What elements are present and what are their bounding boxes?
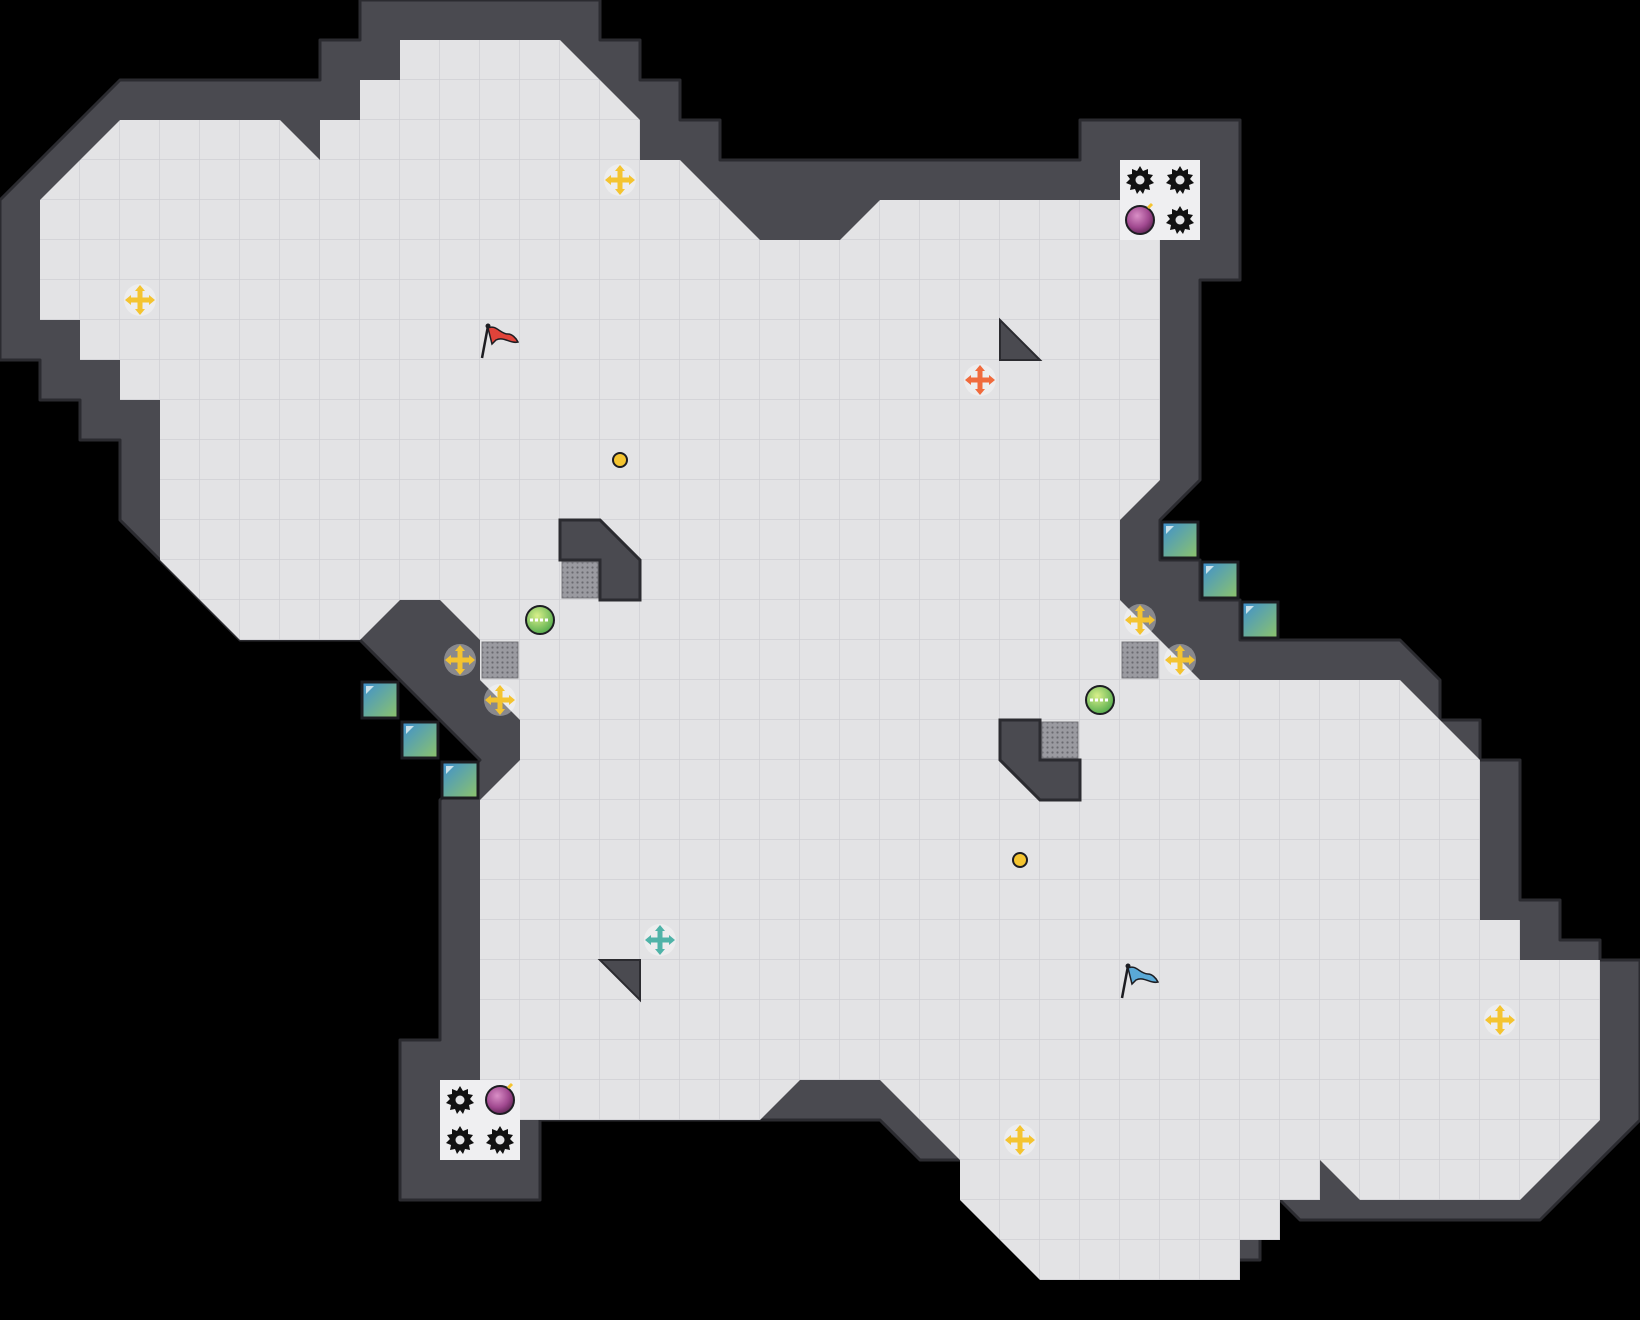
- gate-tile: [1041, 721, 1079, 759]
- boost-icon: [484, 684, 516, 716]
- blue-boost-icon: [644, 924, 676, 956]
- portal-icon: [1200, 560, 1240, 600]
- boost-icon: [1164, 644, 1196, 676]
- portal-icon: [440, 760, 480, 800]
- bomb-icon: [485, 1082, 515, 1115]
- boost-icon: [1004, 1124, 1036, 1156]
- flag-icon: [480, 325, 490, 359]
- boost-icon: [1124, 604, 1156, 636]
- red-flag: [480, 323, 520, 359]
- token-icon: [612, 452, 628, 468]
- token-icon: [1012, 852, 1028, 868]
- bomb-icon: [1125, 202, 1155, 235]
- portals: [360, 520, 1280, 800]
- tokens: [612, 452, 1028, 868]
- flag-icon: [1120, 965, 1130, 999]
- portal-icon: [1160, 520, 1200, 560]
- portal-icon: [400, 720, 440, 760]
- boost-icon: [604, 164, 636, 196]
- gates: [481, 561, 1159, 759]
- gate-tile: [481, 641, 519, 679]
- portal-icon: [360, 680, 400, 720]
- powerups: [525, 605, 1115, 715]
- portal-icon: [1240, 600, 1280, 640]
- powerup-icon: [525, 605, 555, 635]
- bombs: [485, 202, 1155, 1115]
- blue-flag: [1120, 963, 1160, 999]
- boost-icon: [444, 644, 476, 676]
- gate-tile: [1121, 641, 1159, 679]
- red-boost-icon: [964, 364, 996, 396]
- gate-tile: [561, 561, 599, 599]
- boost-icon: [124, 284, 156, 316]
- boost-icon: [1484, 1004, 1516, 1036]
- powerup-icon: [1085, 685, 1115, 715]
